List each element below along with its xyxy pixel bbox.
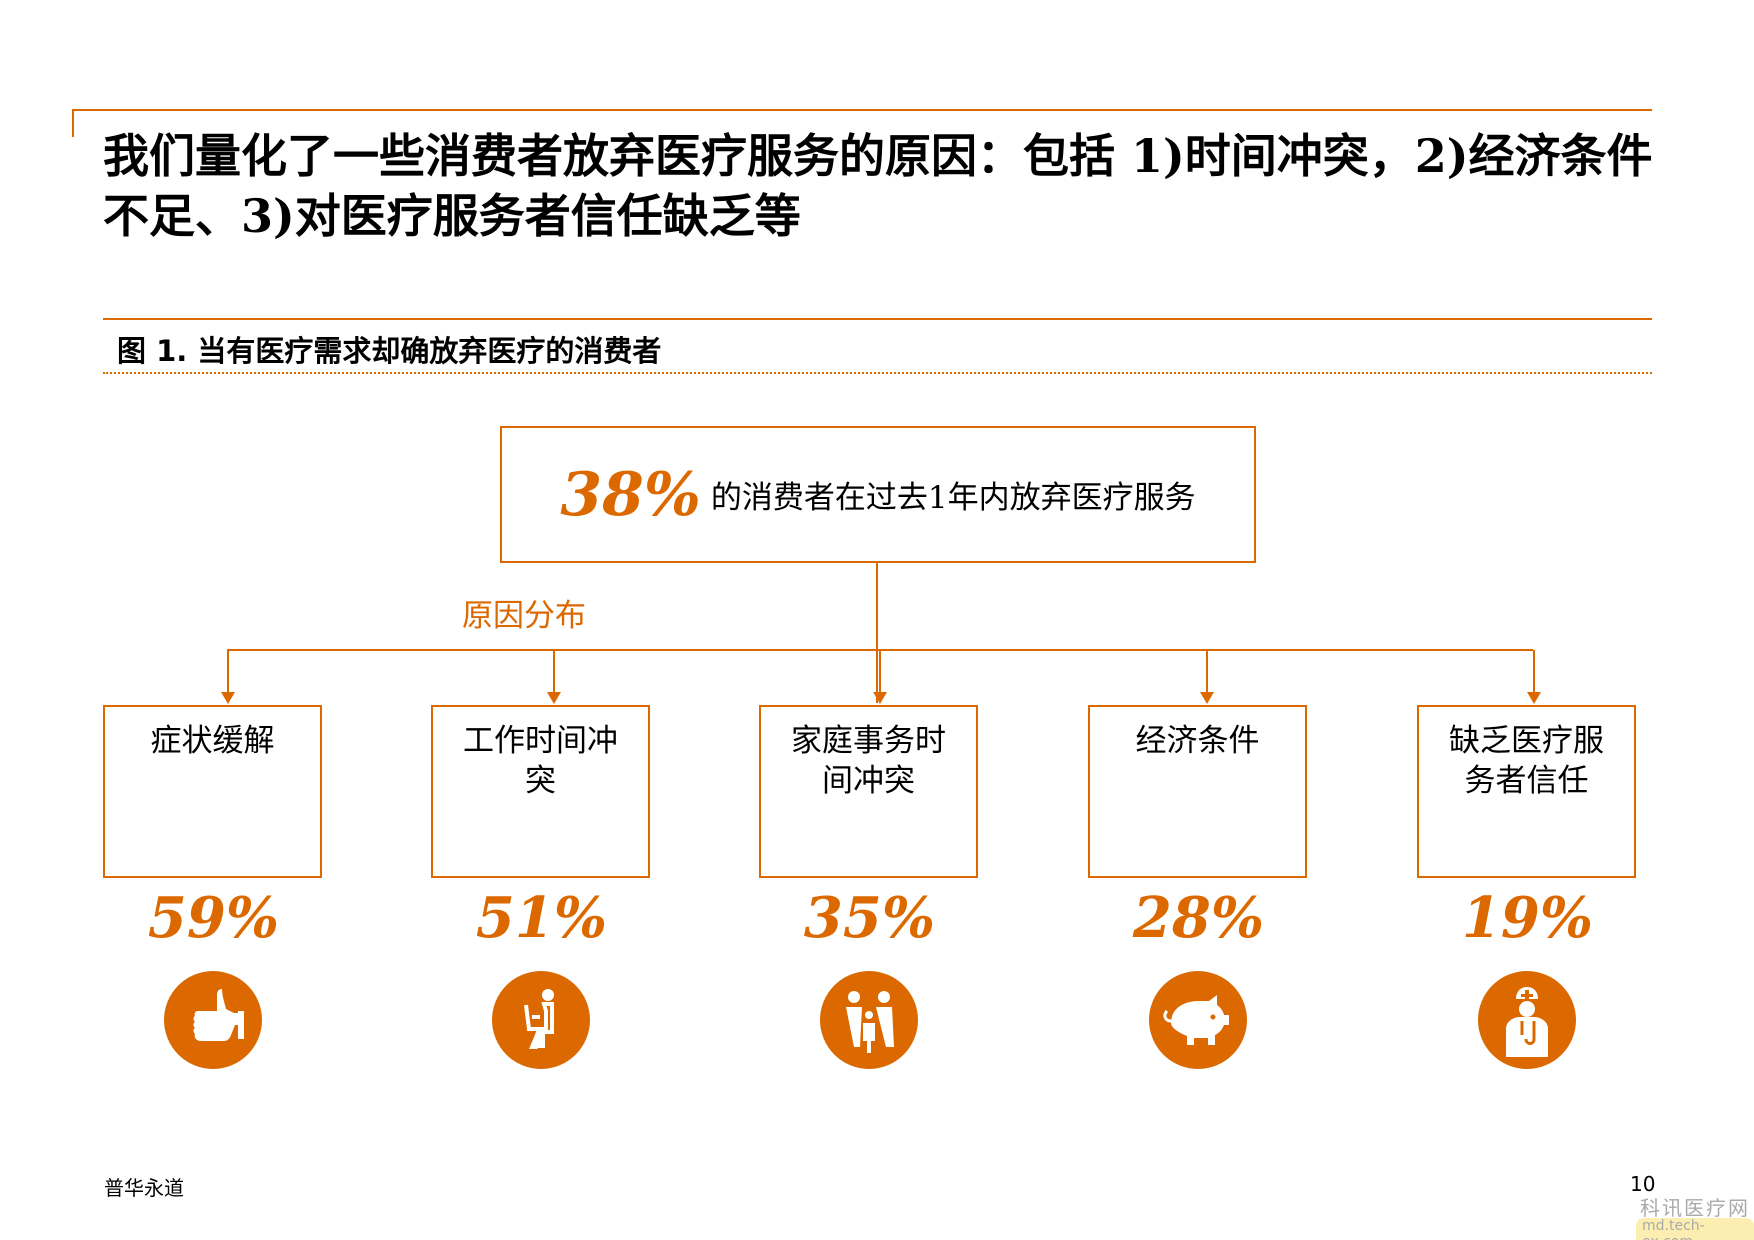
connector-branch bbox=[227, 650, 229, 695]
arrow-down-icon bbox=[873, 692, 887, 704]
arrow-down-icon bbox=[221, 692, 235, 704]
reason-percent: 35% bbox=[803, 885, 936, 951]
watermark-url: md.tech-ex.com bbox=[1636, 1218, 1754, 1240]
top-rule bbox=[73, 109, 1652, 111]
reason-percent: 28% bbox=[1132, 885, 1265, 951]
summary-text: 的消费者在过去1年内放弃医疗服务 bbox=[710, 480, 1196, 516]
reason-percent: 51% bbox=[475, 885, 608, 951]
reason-box: 缺乏医疗服务者信任 bbox=[1417, 705, 1636, 878]
slide-title: 我们量化了一些消费者放弃医疗服务的原因：包括 1)时间冲突，2)经济条件不足、3… bbox=[103, 129, 1653, 243]
thumbs-up-icon bbox=[164, 971, 262, 1069]
summary-percent: 38% bbox=[560, 459, 701, 530]
reason-box: 家庭事务时间冲突 bbox=[759, 705, 978, 878]
doctor-icon bbox=[1478, 971, 1576, 1069]
connector-trunk bbox=[876, 561, 878, 703]
arrow-down-icon bbox=[1200, 692, 1214, 704]
arrow-down-icon bbox=[547, 692, 561, 704]
connector-branch bbox=[1533, 650, 1535, 695]
reason-label: 工作时间冲突 bbox=[463, 723, 618, 799]
reason-box: 症状缓解 bbox=[103, 705, 322, 878]
reason-label: 家庭事务时间冲突 bbox=[791, 723, 946, 799]
reason-box: 经济条件 bbox=[1088, 705, 1307, 878]
connector-branch bbox=[553, 650, 555, 695]
reason-percent: 19% bbox=[1461, 885, 1594, 951]
dotted-divider bbox=[103, 372, 1652, 374]
family-icon bbox=[820, 971, 918, 1069]
connector-branch bbox=[1206, 650, 1208, 695]
footer-brand: 普华永道 bbox=[104, 1176, 184, 1200]
branch-label: 原因分布 bbox=[462, 598, 586, 634]
person-at-desk-icon bbox=[492, 971, 590, 1069]
summary-box: 38% 的消费者在过去1年内放弃医疗服务 bbox=[500, 426, 1256, 563]
reason-label: 症状缓解 bbox=[150, 723, 275, 759]
top-rule-tick bbox=[72, 109, 74, 137]
figure-caption: 图 1. 当有医疗需求却确放弃医疗的消费者 bbox=[117, 334, 662, 368]
connector-branch bbox=[879, 650, 881, 695]
reason-label: 经济条件 bbox=[1135, 723, 1260, 759]
reason-percent: 59% bbox=[147, 885, 280, 951]
piggy-bank-icon bbox=[1149, 971, 1247, 1069]
reason-box: 工作时间冲突 bbox=[431, 705, 650, 878]
reason-label: 缺乏医疗服务者信任 bbox=[1449, 723, 1604, 799]
caption-rule bbox=[103, 318, 1652, 320]
page-number: 10 bbox=[1630, 1172, 1656, 1196]
watermark-name: 科讯医疗网 bbox=[1640, 1196, 1750, 1220]
arrow-down-icon bbox=[1527, 692, 1541, 704]
